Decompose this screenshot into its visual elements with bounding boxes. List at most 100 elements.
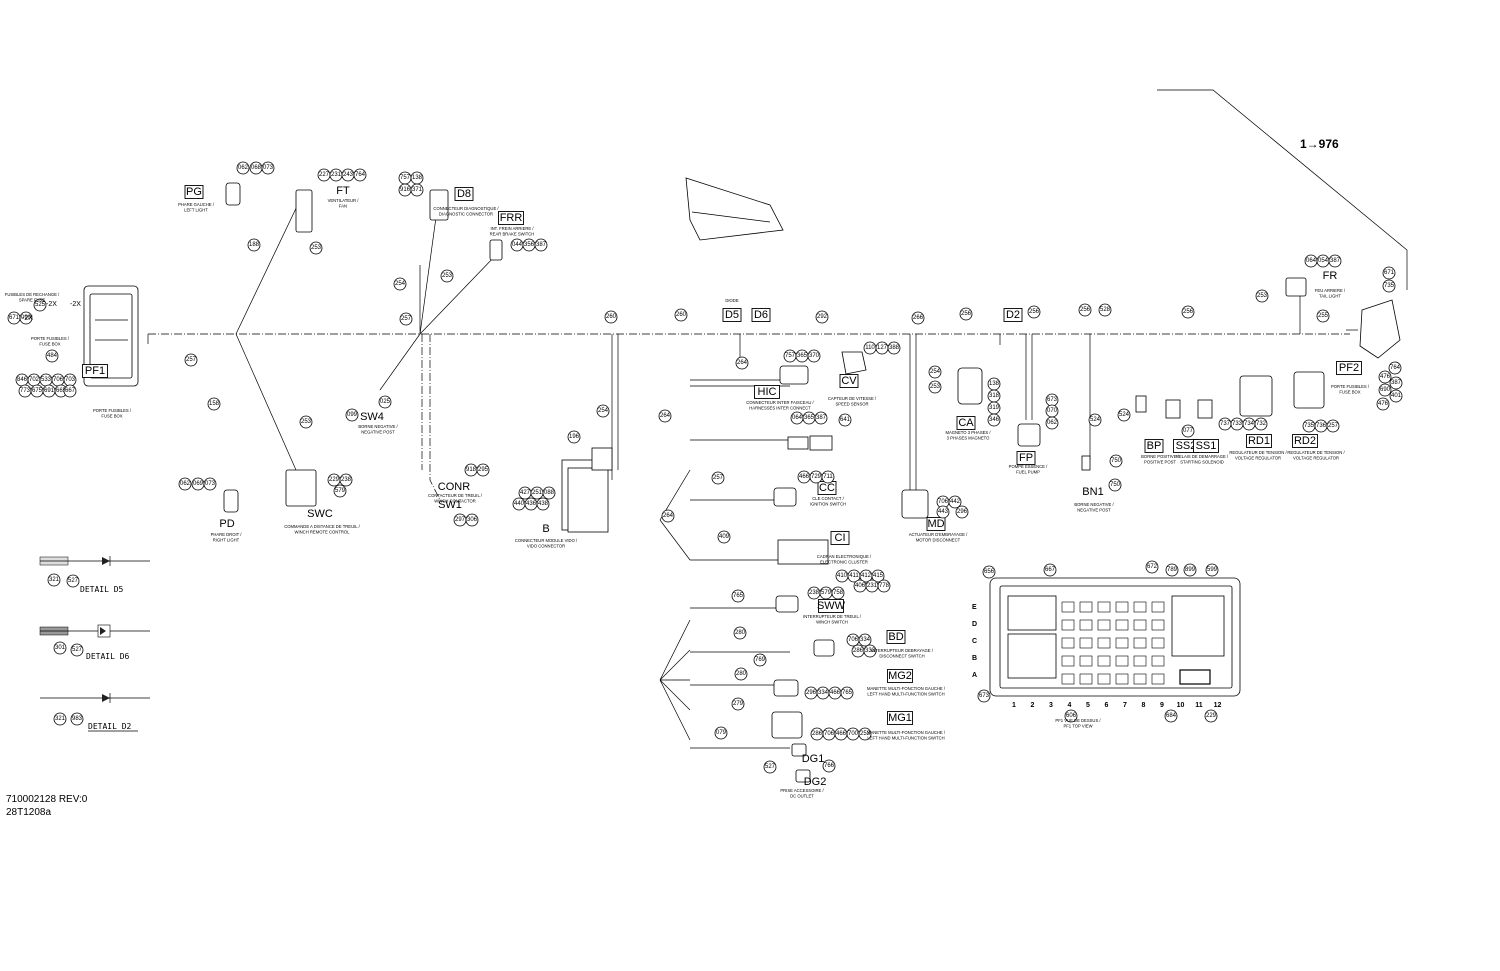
- desc-mg2: LEFT HAND MULTI-FUNCTION SWITCH: [867, 692, 944, 697]
- fuse-slot: [1061, 637, 1075, 649]
- svg-text:415: 415: [873, 573, 884, 579]
- svg-text:062: 062: [238, 165, 249, 171]
- svg-text:321: 321: [55, 716, 66, 722]
- svg-text:706: 706: [824, 731, 835, 737]
- svg-text:606: 606: [1066, 713, 1077, 719]
- reference-bubble: 410: [835, 569, 849, 583]
- svg-text:251: 251: [532, 490, 543, 496]
- reference-bubble: 334: [816, 686, 830, 700]
- reference-bubble: 127: [875, 341, 889, 355]
- svg-text:579: 579: [821, 590, 832, 596]
- detail-d6-title: DETAIL D6: [86, 652, 130, 661]
- svg-text:D5: D5: [725, 309, 739, 321]
- reference-bubble: 253: [858, 727, 872, 741]
- desc-bp: BORNE POSITIVE /: [1141, 454, 1180, 459]
- svg-text:025: 025: [380, 399, 391, 405]
- desc-rd2: REGULATEUR DE TENSION /: [1287, 450, 1345, 455]
- reference-bubble: 256: [959, 307, 973, 321]
- svg-text:229: 229: [1206, 713, 1217, 719]
- svg-text:243: 243: [343, 172, 354, 178]
- reference-bubble: 401: [1389, 389, 1403, 403]
- fuse-relay: [1179, 669, 1211, 685]
- reference-bubble: 690: [1378, 383, 1392, 397]
- reference-bubble: 736: [1314, 419, 1328, 433]
- svg-text:CI: CI: [835, 532, 846, 544]
- reference-bubble: 918: [464, 463, 478, 477]
- svg-text:750: 750: [1110, 482, 1121, 488]
- svg-text:231: 231: [331, 172, 342, 178]
- svg-text:409: 409: [719, 534, 730, 540]
- reference-bubble: 256: [1027, 305, 1041, 319]
- svg-text:334: 334: [818, 690, 829, 696]
- desc-cv: CAPTEUR DE VITESSE /: [828, 396, 877, 401]
- fuse-column-label: 5: [1086, 702, 1090, 709]
- reference-bubble: 758: [831, 586, 845, 600]
- reference-bubble: 406: [853, 579, 867, 593]
- fuse-slot: [1061, 673, 1075, 685]
- multiplier-b: -2X: [46, 301, 57, 308]
- desc-cv: SPEED SENSOR: [835, 402, 868, 407]
- desc-prise: PRISE ACCESSOIRE /: [780, 788, 824, 793]
- svg-text:044: 044: [512, 242, 523, 248]
- detail-d6: DETAIL D6: [39, 624, 150, 661]
- svg-text:370: 370: [809, 353, 820, 359]
- svg-text:158: 158: [209, 401, 220, 407]
- reference-bubble: 579: [333, 484, 347, 498]
- svg-text:524: 524: [1090, 417, 1101, 423]
- detail-d5-title: DETAIL D5: [80, 585, 124, 594]
- reference-bubble: 466: [797, 470, 811, 484]
- reference-bubble: 899: [1183, 563, 1197, 577]
- svg-text:773: 773: [20, 388, 31, 394]
- reference-bubble: 196: [567, 430, 581, 444]
- multiplier-c: -2X: [70, 301, 81, 308]
- fuse-slot: [1133, 655, 1147, 667]
- reference-bubble: 251: [530, 486, 544, 500]
- svg-text:411: 411: [849, 573, 859, 579]
- svg-text:SS2: SS2: [1176, 440, 1197, 452]
- reference-bubble: 253: [299, 415, 313, 429]
- reference-bubble: 440: [512, 497, 526, 511]
- desc-pg: PHARE GAUCHE /: [178, 202, 215, 207]
- reference-bubble: 729: [809, 470, 823, 484]
- reference-bubble: 110: [863, 341, 877, 355]
- svg-text:260: 260: [606, 314, 617, 320]
- tag-pg: PG: [184, 185, 204, 199]
- svg-text:735: 735: [1384, 283, 1395, 289]
- svg-text:599: 599: [1207, 567, 1218, 573]
- svg-text:257: 257: [713, 475, 724, 481]
- reference-bubble: 292: [815, 310, 829, 324]
- reference-bubble: 253: [928, 380, 942, 394]
- reference-bubble: 280: [734, 667, 748, 681]
- svg-text:RD2: RD2: [1294, 435, 1316, 447]
- fuse-slot: [1115, 673, 1129, 685]
- svg-text:CV: CV: [841, 375, 857, 387]
- reference-bubble: 438: [536, 497, 550, 511]
- svg-text:711: 711: [823, 474, 833, 480]
- tag-fr: FR: [1323, 270, 1338, 282]
- reference-bubble: 264: [658, 409, 672, 423]
- desc-pf2: PORTE FUSIBLES /: [1331, 384, 1370, 389]
- tag-mg2: MG2: [887, 669, 913, 683]
- reference-bubble: 264: [661, 509, 675, 523]
- fuse-slot: [1079, 673, 1093, 685]
- svg-text:671: 671: [1384, 270, 1395, 276]
- svg-text:068: 068: [251, 165, 262, 171]
- reference-bubble: 527: [70, 643, 84, 657]
- svg-text:064: 064: [1306, 258, 1317, 264]
- desc-sw4: NEGATIVE POST: [361, 430, 395, 435]
- reference-bubble: 700: [846, 727, 860, 741]
- tag-pf1: PF1: [82, 364, 108, 378]
- fuse-slot: [1151, 673, 1165, 685]
- desc-pf1-bottom: PORTE FUSIBLES /: [93, 408, 132, 413]
- tag-bn1: BN1: [1082, 486, 1103, 498]
- svg-text:765: 765: [733, 593, 744, 599]
- svg-text:371: 371: [412, 187, 423, 193]
- fuse-slot: [1151, 619, 1165, 631]
- reference-bubble: 757: [783, 349, 797, 363]
- reference-bubble: 260: [674, 308, 688, 322]
- reference-bubble: 295: [476, 463, 490, 477]
- svg-text:SWW: SWW: [817, 600, 846, 612]
- desc-sw4: BORNE NEGATIVE /: [358, 424, 398, 429]
- svg-text:RD1: RD1: [1248, 435, 1270, 447]
